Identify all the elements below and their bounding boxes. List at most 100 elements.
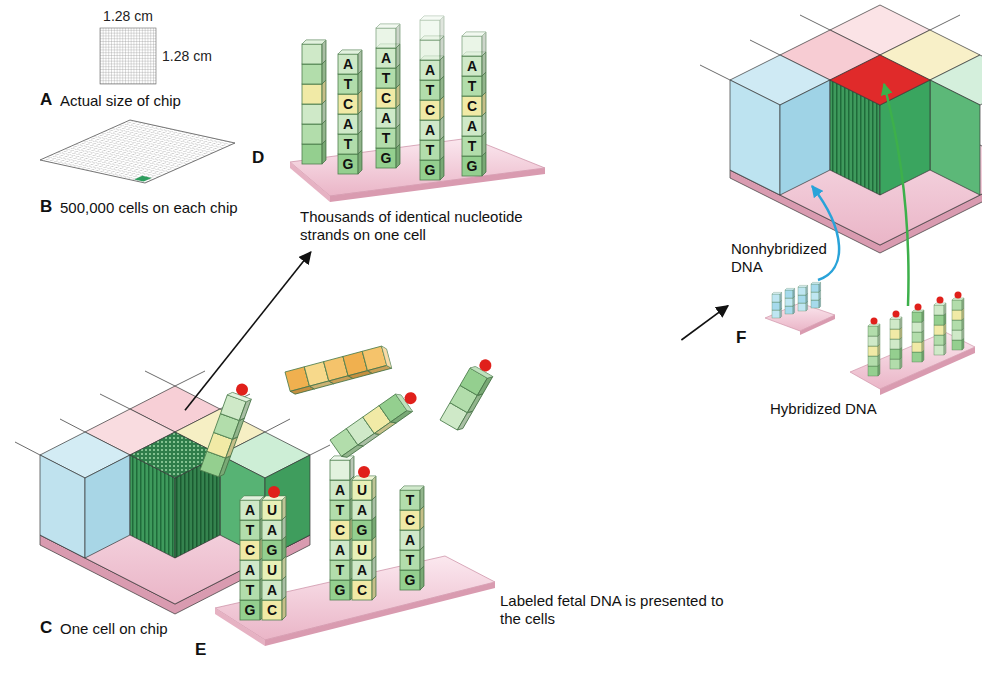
- hybridizing-strands: [330, 456, 354, 480]
- panel-caption: Thousands of identical nucleotide strand…: [300, 208, 562, 244]
- strand-plate: [290, 162, 330, 202]
- cell-blocks: [15, 371, 330, 614]
- panel-letter: D: [252, 148, 264, 168]
- nucleotide-strands: [462, 32, 486, 56]
- figure-panel: C One cell on chip: [25, 380, 185, 642]
- base-letters: U A G U A C: [262, 500, 282, 620]
- nonhybridized-sample: [785, 288, 795, 298]
- labeled-fragments: [200, 345, 499, 478]
- nonhybridized-sample: [798, 285, 808, 311]
- connector-arrow: [185, 252, 311, 410]
- panel-caption: Hybridized DNA: [770, 400, 877, 418]
- cell-blocks: [85, 455, 130, 558]
- figure-panel: A Actual size of chip: [30, 86, 230, 116]
- hybridized-sample: [955, 292, 962, 299]
- result-blocks: [930, 80, 980, 195]
- hybridized-sample: [934, 303, 946, 315]
- labeled-fragments: [362, 345, 391, 374]
- nonhybridized-sample: [765, 282, 835, 335]
- hybridized-sample: [952, 292, 964, 351]
- panel-caption: 500,000 cells on each chip: [60, 199, 238, 217]
- figure-panel: F Nonhybridized DNA Hybridized DNA: [728, 5, 978, 422]
- panel-letter: E: [195, 640, 206, 660]
- hybridizing-strands: [358, 466, 370, 478]
- labeled-fragments: [200, 380, 255, 478]
- dimension-label: 1.28 cm: [100, 8, 156, 25]
- base-letters: A T C A T G: [330, 480, 350, 600]
- panel-letter: A: [40, 90, 52, 110]
- hybridized-sample: [937, 297, 944, 304]
- nonhybridized-sample: [800, 315, 835, 335]
- chip-grid: [100, 28, 156, 84]
- labeled-fragments: [234, 382, 249, 397]
- chip-cells: [40, 120, 235, 183]
- figure-panel: B 500,000 cells on each chip: [30, 194, 248, 224]
- chip-cells: [40, 120, 235, 183]
- hybridized-sample: [915, 304, 922, 311]
- base-letters: A T C A T G: [462, 56, 482, 176]
- hybridized-sample: [893, 311, 900, 318]
- panel-caption: Actual size of chip: [60, 92, 181, 110]
- labeled-fragments: [221, 391, 252, 422]
- panel-caption: One cell on chip: [60, 620, 168, 638]
- result-blocks: [830, 55, 930, 105]
- result-blocks: [700, 5, 982, 253]
- hybridizing-strands: [240, 456, 424, 620]
- hybridized-sample: [912, 304, 924, 363]
- strand-plate: [215, 556, 495, 646]
- labeled-fragments: [402, 390, 419, 407]
- result-blocks: [700, 15, 960, 80]
- hybridized-sample: [880, 347, 975, 395]
- hybridized-sample: [871, 318, 878, 325]
- hybridized-sample: [890, 317, 902, 329]
- result-blocks: [780, 80, 830, 195]
- nucleotide-strands: [302, 40, 326, 64]
- chip-grid: [100, 28, 156, 84]
- hybridized-sample: [868, 324, 880, 336]
- hybridized-sample: [868, 318, 880, 377]
- nonhybridized-sample: [772, 292, 782, 318]
- panel-letter: F: [736, 328, 746, 348]
- panel-caption: Nonhybridized DNA: [731, 240, 841, 276]
- nonhybridized-sample: [811, 282, 821, 292]
- labeled-fragments: [330, 385, 422, 460]
- nonhybridized-sample: [811, 282, 821, 308]
- nonhybridized-arrow: [812, 186, 839, 280]
- figure-panel: D Thousands of identical nucleotide stran…: [248, 5, 570, 252]
- base-letters: A T C A T G: [240, 500, 260, 620]
- nucleotide-strands: [302, 16, 486, 180]
- labeled-fragments: [440, 354, 499, 432]
- strand-plate: [290, 138, 545, 202]
- hybridized-sample: [952, 298, 964, 310]
- base-letters: A T C A T G: [338, 54, 358, 174]
- panel-letter: B: [40, 197, 52, 217]
- connectors: [185, 252, 728, 410]
- connector-arrow: [681, 306, 728, 340]
- base-letters: A T C A T G: [376, 48, 396, 168]
- hybridized-sample: [890, 311, 902, 370]
- hybridized-sample: [850, 292, 975, 396]
- cell-blocks: [40, 455, 85, 558]
- hybridizing-strands: [268, 486, 280, 498]
- base-letters: T C A T G: [400, 490, 420, 590]
- base-letters: A T C A T G: [420, 60, 440, 180]
- nonhybridized-sample: [798, 285, 808, 295]
- base-letters: U A G U A C: [352, 480, 372, 600]
- hybridized-arrow: [884, 84, 909, 306]
- strand-plate: [265, 582, 495, 646]
- chip-cells: [134, 176, 152, 182]
- dimension-label: 1.28 cm: [162, 48, 212, 65]
- result-blocks: [730, 80, 780, 195]
- panel-letter: C: [40, 618, 52, 638]
- nonhybridized-sample: [772, 292, 782, 302]
- nonhybridized-sample: [785, 288, 795, 314]
- cell-blocks: [15, 371, 330, 455]
- nucleotide-strands: [376, 24, 400, 48]
- labeled-fragments: [285, 345, 392, 395]
- hybridized-sample: [912, 310, 924, 322]
- panel-caption: Labeled fetal DNA is presented to the ce…: [500, 592, 724, 628]
- labeled-fragments: [477, 357, 493, 373]
- nucleotide-strands: [420, 16, 444, 40]
- hybridized-sample: [934, 297, 946, 356]
